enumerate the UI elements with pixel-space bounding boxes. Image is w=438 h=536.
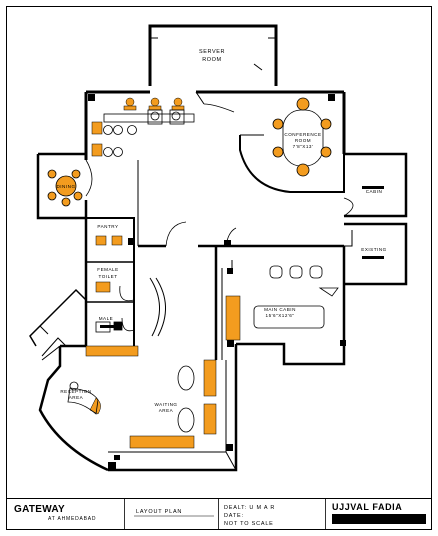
label-server-room-1: SERVER (199, 49, 225, 55)
date-label: DATE: (224, 513, 244, 519)
author-stamp-bar (332, 514, 426, 524)
project-name: GATEWAY (14, 504, 65, 515)
title-block: GATEWAY AT AHMEDABAD LAYOUT PLAN DEALT: … (6, 498, 432, 530)
label-main-cabin-1: MAIN CABIN (264, 307, 296, 312)
furniture-orange (85, 97, 241, 449)
label-existing: EXISTING (361, 247, 386, 252)
label-waiting-1: WAITING (155, 402, 178, 407)
label-conference-1: CONFERENCE (284, 132, 321, 137)
label-reception-2: AREA (69, 395, 84, 400)
label-conference-2: ROOM (295, 138, 311, 143)
label-female-toilet-1: FEMALE (97, 267, 118, 272)
sheet-title: LAYOUT PLAN (136, 509, 182, 515)
label-main-cabin-2: 15'6"X12'6" (266, 313, 295, 318)
label-server-room-2: ROOM (202, 57, 222, 63)
label-reception-1: RECEPTION (60, 389, 91, 394)
author-name: UJJVAL FADIA (332, 502, 402, 512)
room-labels: SERVER ROOM CONFERENCE ROOM 7'8"X13' DIN… (56, 49, 386, 413)
label-dining: DINING (56, 184, 75, 189)
room-tags (100, 186, 384, 328)
label-cabin: CABIN (366, 189, 383, 194)
furniture-outline (47, 97, 339, 433)
project-location: AT AHMEDABAD (48, 516, 96, 522)
label-male: MALE (99, 316, 114, 321)
column-posts (88, 94, 346, 470)
dealt-by: DEALT: U M A R (224, 505, 275, 511)
label-female-toilet-2: TOILET (99, 274, 118, 279)
label-conference-3: 7'8"X13' (293, 144, 314, 149)
scale-note: NOT TO SCALE (224, 521, 274, 527)
label-waiting-2: AREA (159, 408, 174, 413)
walls (29, 24, 408, 472)
sheet-border (6, 6, 432, 530)
label-pantry: PANTRY (97, 224, 118, 229)
